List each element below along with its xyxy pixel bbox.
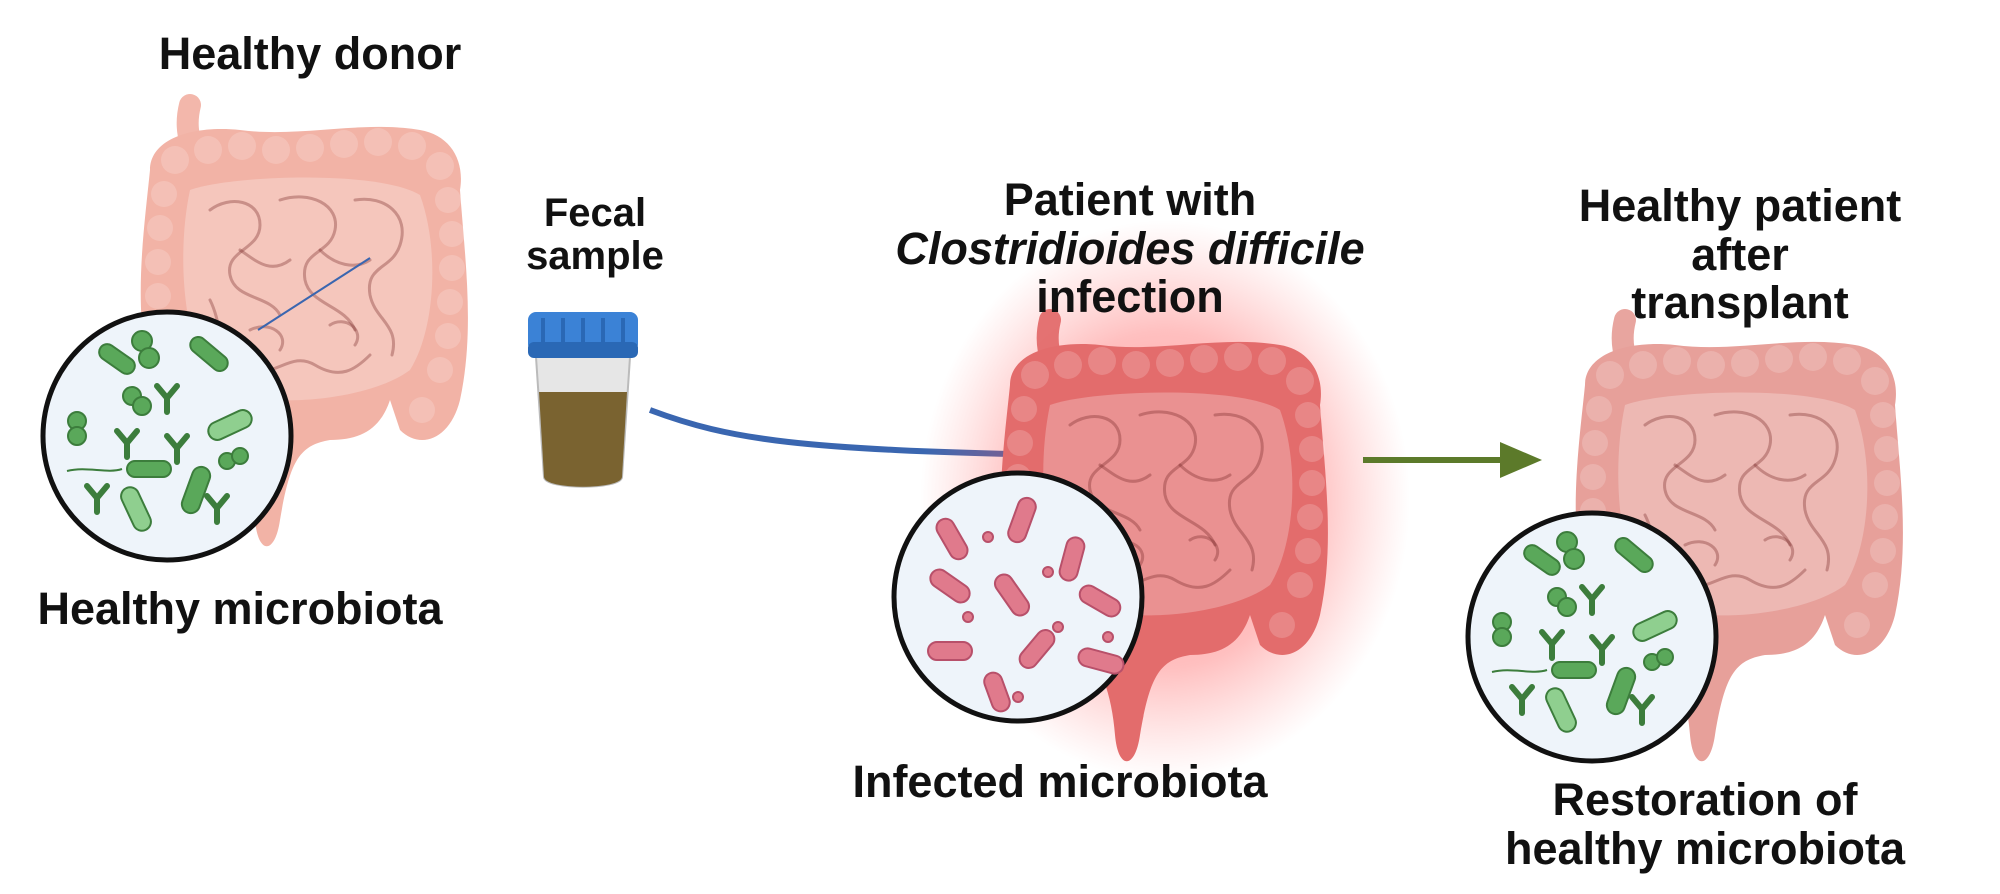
restored-microbiota-lens-icon [1465,510,1719,764]
healthy-donor-label: Healthy donor [158,28,462,79]
healthy-microbiota-lens-icon [40,257,371,563]
fecal-sample-label: Fecal sample [526,191,664,279]
specimen-jar-icon [528,312,638,488]
infected-microbiota-lens-icon [891,470,1145,724]
infected-microbiota-label: Infected microbiota [852,756,1268,807]
healthy-microbiota-label: Healthy microbiota [37,583,443,634]
species-name: Clostridioides difficile [895,222,1365,274]
after-transplant-label: Healthy patient after transplant [1578,180,1902,329]
patient-label: Patient with Clostridioides difficile in… [860,175,1400,322]
restoration-label: Restoration of healthy microbiota [1504,774,1906,874]
recovery-arrowhead [1500,442,1542,478]
